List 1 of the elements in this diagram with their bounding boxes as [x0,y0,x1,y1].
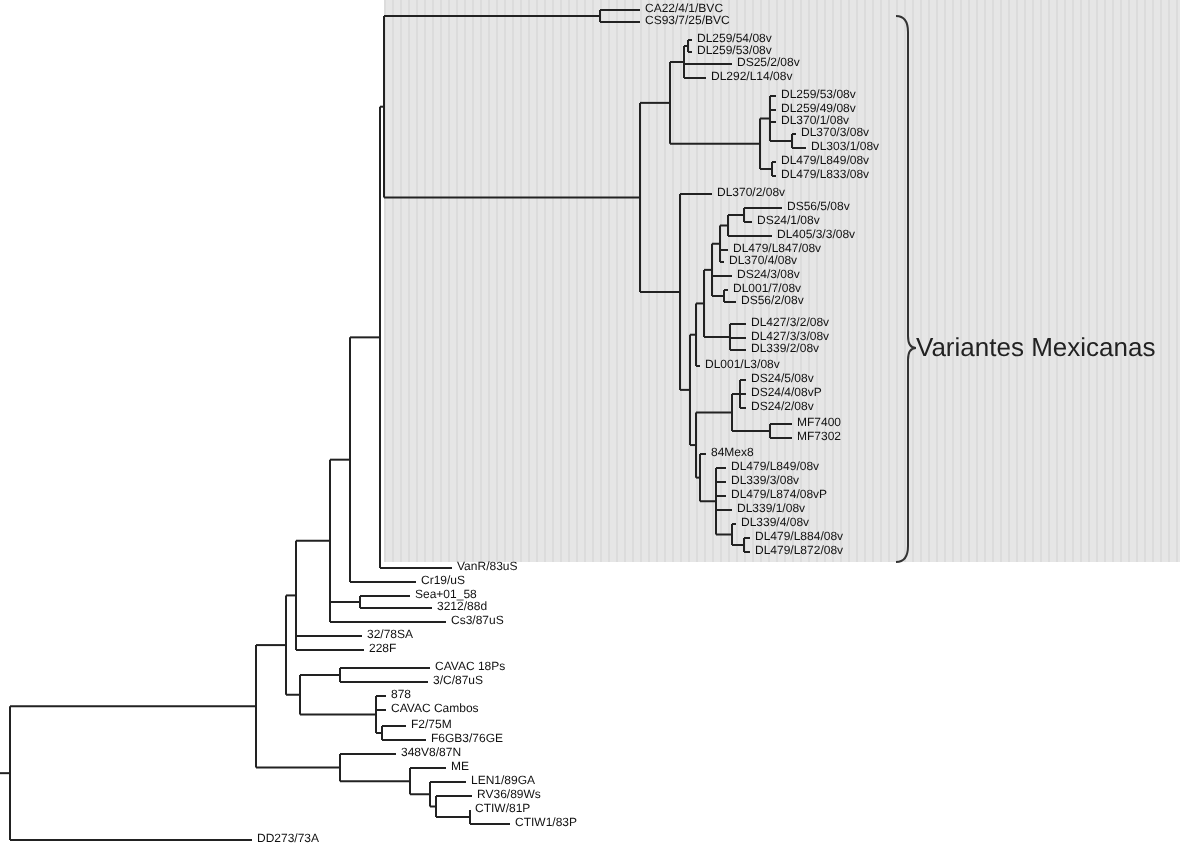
group-label: Variantes Mexicanas [916,332,1156,364]
